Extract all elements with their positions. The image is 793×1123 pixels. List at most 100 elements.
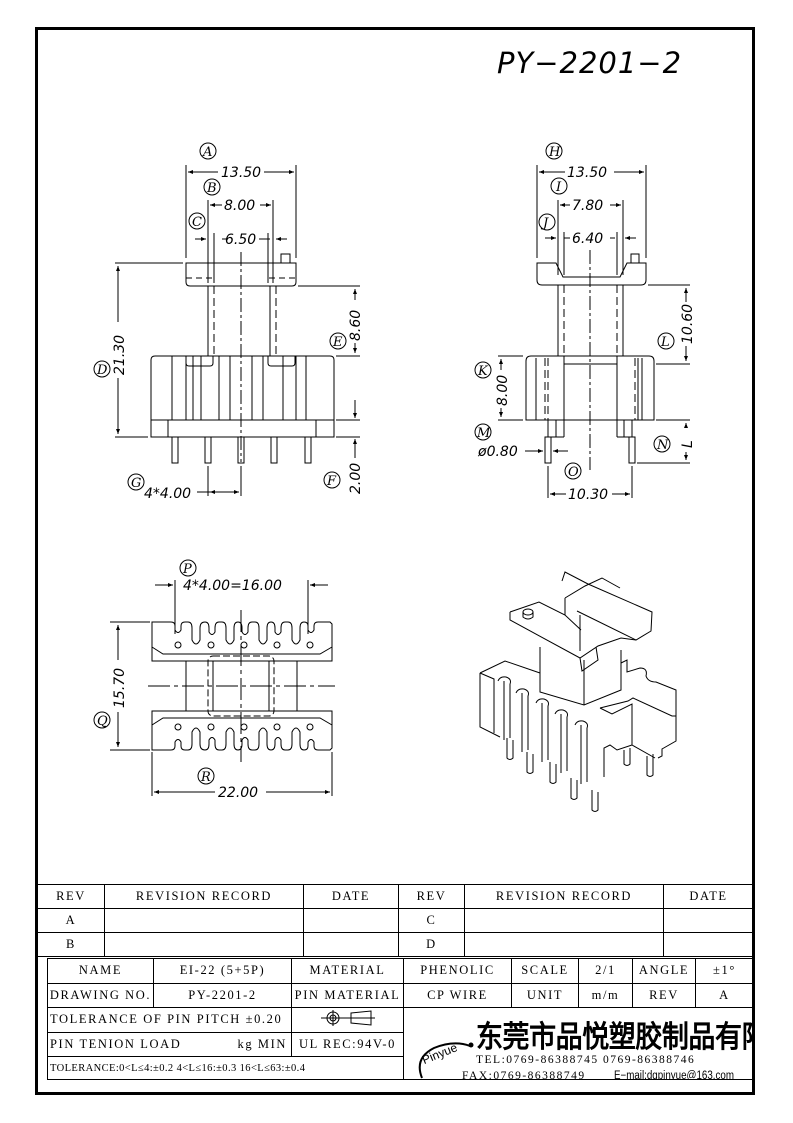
angle-value: ±1°	[695, 958, 754, 984]
rev-cell: D	[398, 932, 465, 957]
label-a: A	[202, 145, 212, 160]
front-pins	[171, 436, 312, 464]
rev-cell: A	[37, 908, 105, 933]
record-cell	[464, 908, 664, 933]
date-cell	[303, 932, 399, 957]
drawing-number-title: PY−2201−2	[497, 46, 683, 80]
unit-label: UNIT	[511, 982, 579, 1008]
side-pin-right	[628, 436, 636, 464]
front-top-flange	[185, 262, 297, 287]
scale-label: SCALE	[511, 958, 579, 984]
label-g: G	[131, 476, 141, 491]
dim-m: ø0.80	[477, 444, 518, 460]
rev-header-left: REV	[37, 884, 105, 909]
side-base	[525, 355, 655, 421]
label-q: Q	[97, 714, 108, 729]
material-label: MATERIAL	[291, 958, 404, 984]
bottom-bottom-row	[151, 710, 333, 751]
name-value: EI-22 (5+5P)	[153, 958, 292, 984]
pin-tension-label: PIN TENION LOAD	[50, 1036, 182, 1051]
iso-pins	[506, 738, 654, 812]
dim-l: 10.60	[680, 304, 696, 344]
record-header-left: REVISION RECORD	[104, 884, 304, 909]
name-label: NAME	[47, 958, 154, 984]
record-cell	[104, 932, 304, 957]
technical-drawing: A 13.50 B 8.00 C 6.50 21.30 D 8.60 E 2.0…	[93, 142, 696, 812]
company-fax: FAX:0769-86388749	[462, 1070, 586, 1080]
dim-g: 4*4.00	[144, 486, 191, 502]
front-view: A 13.50 B 8.00 C 6.50 21.30 D 8.60 E 2.0…	[93, 142, 364, 502]
side-pin-left	[544, 436, 552, 464]
label-j: J	[540, 216, 549, 231]
label-n: N	[656, 438, 669, 453]
dim-o: 10.30	[568, 487, 608, 503]
front-top-pin	[280, 253, 291, 264]
date-cell	[303, 908, 399, 933]
label-f: F	[326, 474, 337, 489]
front-base	[150, 355, 335, 438]
company-email: E−mail:dgpinyue@163.com	[614, 1070, 734, 1080]
dim-k: 8.00	[495, 375, 511, 406]
dim-j: 6.40	[572, 231, 603, 247]
pin-pitch-tolerance: TOLERANCE OF PIN PITCH ±0.20	[47, 1007, 292, 1033]
label-d: D	[96, 363, 108, 378]
record-header-right: REVISION RECORD	[464, 884, 664, 909]
scale-value: 2/1	[578, 958, 633, 984]
third-angle-projection-icon	[320, 1009, 375, 1026]
rev-header-right: REV	[398, 884, 465, 909]
dim-a: 13.50	[221, 165, 261, 181]
dim-d: 21.30	[112, 335, 128, 375]
dim-c: 6.50	[225, 232, 256, 248]
drawing-no-value: PY-2201-2	[153, 982, 292, 1008]
label-o: O	[568, 465, 579, 480]
bobbin-3d-icon	[479, 571, 677, 812]
label-l: L	[660, 335, 670, 350]
dim-r: 22.00	[218, 785, 258, 801]
side-top-flange	[536, 262, 647, 286]
revision-table: REV REVISION RECORD DATE REV REVISION RE…	[37, 884, 754, 957]
dim-h: 13.50	[567, 165, 607, 181]
label-c: C	[192, 215, 202, 230]
company-tel: TEL:0769-86388745 0769-86388746	[476, 1054, 696, 1066]
angle-label: ANGLE	[632, 958, 696, 984]
revision-header-row: REV REVISION RECORD DATE REV REVISION RE…	[37, 884, 754, 909]
date-cell	[663, 908, 754, 933]
front-slots	[171, 356, 307, 420]
side-view: H 13.50 I 7.80 J 6.40 K 8.00 L 10.60 M ø…	[474, 142, 696, 503]
bottom-view: P 4*4.00=16.00 15.70 Q R 22.00	[93, 559, 335, 801]
unit-value: m/m	[578, 982, 633, 1008]
dim-n: L	[680, 440, 696, 448]
projection-symbol-cell	[291, 1007, 404, 1033]
iso-fins	[497, 676, 588, 784]
label-e: E	[332, 335, 343, 350]
ul-rec: UL REC:94V-0	[291, 1031, 404, 1057]
rev-cell: B	[37, 932, 105, 957]
record-cell	[464, 932, 664, 957]
dim-q: 15.70	[112, 668, 128, 708]
drawing-no-label: DRAWING NO.	[47, 982, 154, 1008]
rev-label: REV	[632, 982, 696, 1008]
dim-b: 8.00	[224, 198, 255, 214]
pin-tension-unit: kg MIN	[237, 1036, 287, 1051]
dim-e: 8.60	[348, 310, 364, 341]
date-header-right: DATE	[663, 884, 754, 909]
material-value: PHENOLIC	[403, 958, 512, 984]
bottom-top-row	[151, 621, 333, 662]
pin-material-label: PIN MATERIAL	[291, 982, 404, 1008]
label-h: H	[548, 145, 561, 160]
label-k: K	[477, 364, 489, 379]
company-cell: Pinyue 东莞市品悦塑胶制品有限公司 TEL:0769-86388745 0…	[403, 1007, 754, 1080]
record-cell	[104, 908, 304, 933]
company-name: 东莞市品悦塑胶制品有限公司	[476, 1020, 753, 1055]
pinyue-logo-icon	[418, 1042, 474, 1079]
date-cell	[663, 932, 754, 957]
label-p: P	[182, 562, 192, 577]
label-b: B	[206, 181, 217, 196]
label-r: R	[200, 770, 211, 785]
drawing-frame	[35, 27, 755, 1095]
label-i: I	[555, 180, 562, 195]
rev-value: A	[695, 982, 754, 1008]
pin-tension-cell: PIN TENION LOAD kg MIN	[47, 1031, 292, 1057]
date-header-left: DATE	[303, 884, 399, 909]
label-m: M	[476, 426, 491, 441]
